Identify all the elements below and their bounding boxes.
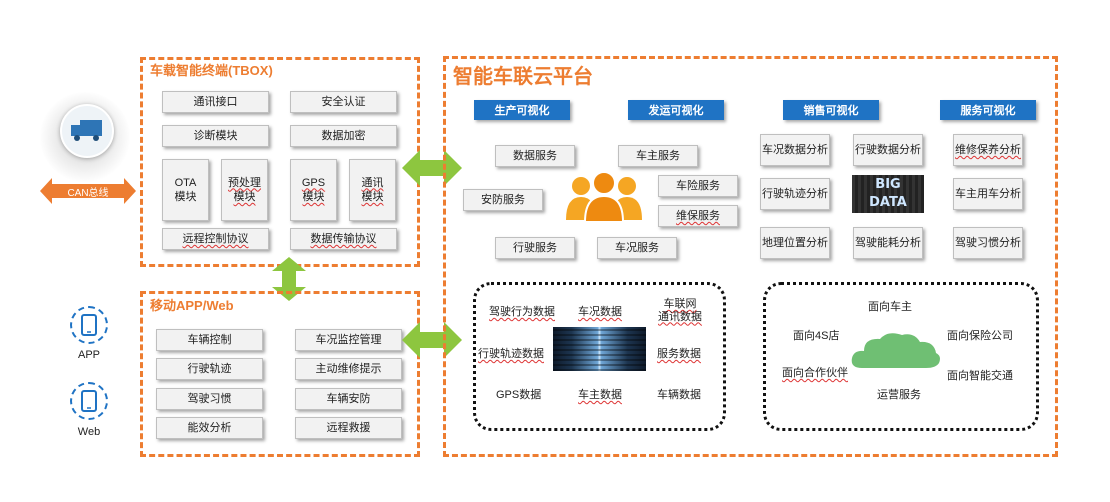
analysis-habit[interactable]: 驾驶习惯分析 [953,227,1023,259]
app-item-repair-hint[interactable]: 主动维修提示 [295,358,402,380]
service-driving[interactable]: 行驶服务 [495,237,575,259]
service-data[interactable]: 数据服务 [495,145,575,167]
service-condition[interactable]: 车况服务 [597,237,677,259]
analysis-trajectory[interactable]: 行驶轨迹分析 [760,178,830,210]
tbox-item-diagnosis[interactable]: 诊断模块 [162,125,269,147]
analysis-maintenance[interactable]: 维修保养分析 [953,134,1023,166]
data-driving-behavior: 驾驶行为数据 [489,306,555,318]
app-item-driving-habit[interactable]: 驾驶习惯 [156,388,263,410]
app-item-rescue[interactable]: 远程救援 [295,417,402,439]
app-item-security[interactable]: 车辆安防 [295,388,402,410]
app-item-efficiency[interactable]: 能效分析 [156,417,263,439]
header-production[interactable]: 生产可视化 [474,100,570,120]
tbox-item-transfer-protocol[interactable]: 数据传输协议 [290,228,397,250]
tbox-item-remote-protocol[interactable]: 远程控制协议 [162,228,269,250]
vehicle-node [40,92,130,182]
analysis-condition[interactable]: 车况数据分析 [760,134,830,166]
tbox-item-comm-interface[interactable]: 通讯接口 [162,91,269,113]
target-operation: 运营服务 [877,389,921,401]
target-partner: 面向合作伙伴 [782,367,848,379]
analysis-location[interactable]: 地理位置分析 [760,227,830,259]
cloud-icon [850,330,942,370]
data-owner: 车主数据 [578,389,622,401]
tbox-item-encryption[interactable]: 数据加密 [290,125,397,147]
tbox-item-gps[interactable]: GPS 模块 [290,159,337,221]
tbox-item-security-auth[interactable]: 安全认证 [290,91,397,113]
target-smart-traffic: 面向智能交通 [947,370,1013,382]
data-gps: GPS数据 [496,389,542,401]
tbox-item-ota[interactable]: OTA 模块 [162,159,209,221]
big-data-text: BIG DATA [869,177,907,210]
big-data-image: BIG DATA [852,175,924,213]
data-trajectory: 行驶轨迹数据 [478,348,544,360]
header-service[interactable]: 服务可视化 [940,100,1036,120]
target-insurance: 面向保险公司 [947,330,1013,342]
data-vehicle: 车辆数据 [657,389,701,401]
data-service: 服务数据 [657,348,701,360]
data-iov-comm: 车联网 通讯数据 [658,298,702,323]
web-label: Web [77,426,101,438]
server-room-image [553,327,646,371]
service-security[interactable]: 安防服务 [463,189,543,211]
target-owner: 面向车主 [868,301,912,313]
app-label: APP [77,349,100,361]
analysis-owner-usage[interactable]: 车主用车分析 [953,178,1023,210]
app-title: 移动APP/Web [146,295,238,314]
tbox-cloud-arrow [402,148,462,188]
tbox-item-comm-module[interactable]: 通讯 模块 [349,159,396,221]
service-insurance[interactable]: 车险服务 [658,175,738,197]
truck-icon [60,104,114,158]
people-group-icon [563,170,645,223]
app-item-trajectory[interactable]: 行驶轨迹 [156,358,263,380]
analysis-energy[interactable]: 驾驶能耗分析 [853,227,923,259]
web-phone-icon[interactable] [70,382,108,420]
app-item-vehicle-control[interactable]: 车辆控制 [156,329,263,351]
tbox-app-arrow [272,257,306,301]
targets-group [763,282,1039,431]
app-cloud-arrow [402,320,462,360]
service-maintenance[interactable]: 维保服务 [658,205,738,227]
cloud-panel [443,56,1058,457]
header-sales[interactable]: 销售可视化 [783,100,879,120]
target-4s: 面向4S店 [793,330,840,342]
app-panel [140,291,420,457]
can-bus-label: CAN总线 [67,188,109,199]
data-condition: 车况数据 [578,306,622,318]
data-sources-group [473,282,726,431]
header-shipping[interactable]: 发运可视化 [628,100,724,120]
app-item-condition-monitor[interactable]: 车况监控管理 [295,329,402,351]
tbox-item-preprocess[interactable]: 预处理 模块 [221,159,268,221]
tbox-title: 车载智能终端(TBOX) [146,60,277,79]
service-owner[interactable]: 车主服务 [618,145,698,167]
app-phone-icon[interactable] [70,306,108,344]
analysis-driving-data[interactable]: 行驶数据分析 [853,134,923,166]
can-bus-arrow: CAN总线 [40,178,136,204]
cloud-title: 智能车联云平台 [449,60,597,89]
